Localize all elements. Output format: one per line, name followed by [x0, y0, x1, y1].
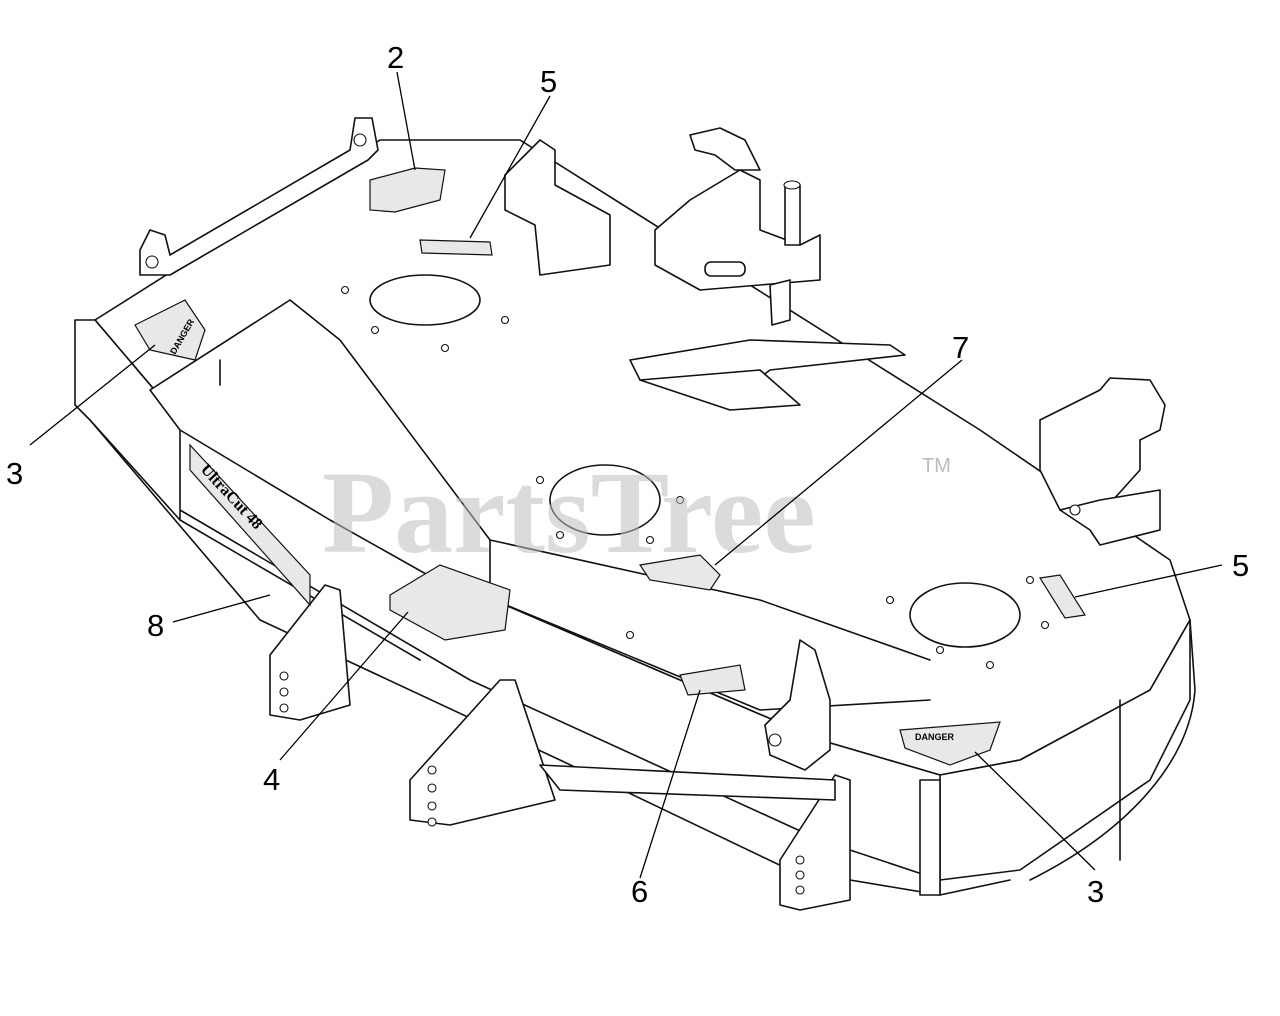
watermark-trademark: TM: [922, 455, 951, 477]
decal-6-info[interactable]: [679, 664, 746, 696]
leader-lines: [29, 71, 1223, 879]
callout-2-top[interactable]: 2: [387, 40, 404, 75]
decal-3-danger-left[interactable]: [134, 299, 206, 361]
callout-5-right[interactable]: 5: [1232, 548, 1249, 583]
callout-numbers: 2 5 3 7 5 8 4 6 3: [6, 40, 1249, 909]
decal-3-danger-bottom[interactable]: [899, 721, 1001, 766]
parts-tree-watermark: PartsTree: [322, 447, 816, 578]
decal-7-instruction[interactable]: [638, 554, 721, 591]
decal-5-right[interactable]: [1039, 574, 1086, 619]
callout-6[interactable]: 6: [631, 874, 648, 909]
callout-8[interactable]: 8: [147, 608, 164, 643]
rear-mount-brackets: [139, 117, 1166, 546]
decal-4-warning[interactable]: [389, 564, 511, 641]
front-gussets: [269, 584, 941, 911]
callout-5-top[interactable]: 5: [540, 64, 557, 99]
callout-7[interactable]: 7: [952, 330, 969, 365]
callout-4[interactable]: 4: [263, 762, 280, 797]
decal-danger-text-bottom: DANGER: [915, 732, 955, 742]
callout-3-bottom[interactable]: 3: [1087, 874, 1104, 909]
callout-3-left[interactable]: 3: [6, 456, 23, 491]
spindle-openings: [340, 274, 1050, 670]
decal-5-top[interactable]: [419, 239, 493, 256]
decal-8-brand[interactable]: [189, 443, 311, 607]
